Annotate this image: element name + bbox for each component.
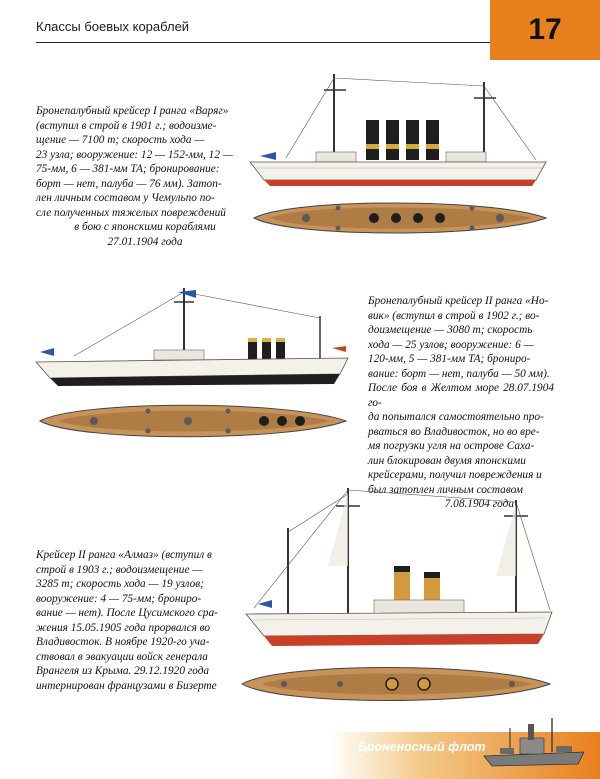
caption-almaz: Крейсер II ранга «Алмаз» (вступил в стро… [36, 548, 238, 693]
ship-almaz-side-illustration [245, 488, 553, 646]
caption-line: 7.08.1904 года [444, 498, 514, 510]
caption-line: хода — 25 узлов; вооружение: 6 — [368, 338, 534, 351]
caption-line: Крейсер II ранга «Алмаз» (вступил в [36, 549, 212, 561]
caption-line: вик» (вступил в строй в 1902 г.; во- [368, 309, 540, 322]
caption-line: Владивосток. В ноябре 1920-го уча- [36, 636, 210, 648]
caption-line: Бронепалубный крейсер I ранга «Варяг» [36, 105, 229, 117]
caption-line: вание: борт — нет, палуба — 50 мм). [368, 367, 550, 380]
caption-line: (вступил в строй в 1901 г.; водоизме- [36, 119, 217, 132]
page-number-box: 17 [490, 0, 600, 60]
ship-varyag-top-illustration [252, 202, 548, 234]
caption-line: борт — нет, палуба — 76 мм). Затоп- [36, 177, 222, 190]
caption-line: вание — нет). После Цусимского сра- [36, 607, 218, 619]
caption-line: рваться во Владивосток, но во вре- [368, 425, 540, 438]
header-rule [36, 42, 490, 43]
caption-line: был затоплен личным составом [368, 483, 524, 496]
caption-line: крейсерами, получил повреждения и [368, 469, 542, 481]
caption-novik: Бронепалубный крейсер II ранга «Но- вик»… [368, 294, 554, 512]
ship-novik-top-illustration [38, 404, 348, 438]
caption-line: 120-мм, 5 — 381-мм ТА; брониро- [368, 353, 531, 365]
ship-novik-side-illustration [35, 288, 349, 386]
caption-line: 3285 т; скорость хода — 19 узлов; [36, 578, 204, 590]
caption-line: щение — 7100 т; скорость хода — [36, 134, 205, 146]
caption-line: мя погрузки угля на острове Саха- [368, 440, 535, 452]
caption-line: вооружение: 4 — 75-мм; брониро- [36, 592, 202, 605]
caption-line: сле полученных тяжелых повреждений [36, 206, 226, 219]
ship-varyag-side-illustration [249, 74, 547, 186]
caption-line: в бою с японскими кораблями [74, 221, 216, 233]
caption-line: доизмещение — 3080 т; скорость [368, 324, 533, 336]
caption-line: 75-мм, 6 — 381-мм ТА; бронирование: [36, 163, 220, 175]
caption-line: 23 узла; вооружение: 12 — 152-мм, 12 — [36, 148, 233, 161]
caption-line: да попытался самостоятельно про- [368, 411, 544, 423]
caption-line: лен личным составом у Чемульпо по- [36, 192, 215, 204]
caption-line: лин блокирован двумя японскими [368, 454, 526, 467]
ship-almaz-top-illustration [240, 667, 552, 701]
caption-line: интернирован французами в Бизерте [36, 679, 217, 692]
footer-series-title: Броненосный флот [358, 740, 486, 754]
caption-varyag: Бронепалубный крейсер I ранга «Варяг» (в… [36, 104, 254, 249]
caption-line: 27.01.1904 года [107, 235, 183, 248]
caption-line: Бронепалубный крейсер II ранга «Но- [368, 295, 549, 307]
caption-line: жения 15.05.1905 года прорвался во [36, 621, 211, 634]
page-number: 17 [528, 13, 562, 46]
caption-line: ствовал в эвакуации войск генерала [36, 650, 208, 663]
caption-line: строй в 1903 г.; водоизмещение — [36, 563, 203, 576]
caption-line: После боя в Желтом море 28.07.1904 го- [368, 382, 554, 409]
caption-line: Врангеля из Крыма. 29.12.1920 года [36, 665, 210, 677]
warship-icon [483, 718, 585, 767]
section-title: Классы боевых кораблей [36, 19, 190, 34]
